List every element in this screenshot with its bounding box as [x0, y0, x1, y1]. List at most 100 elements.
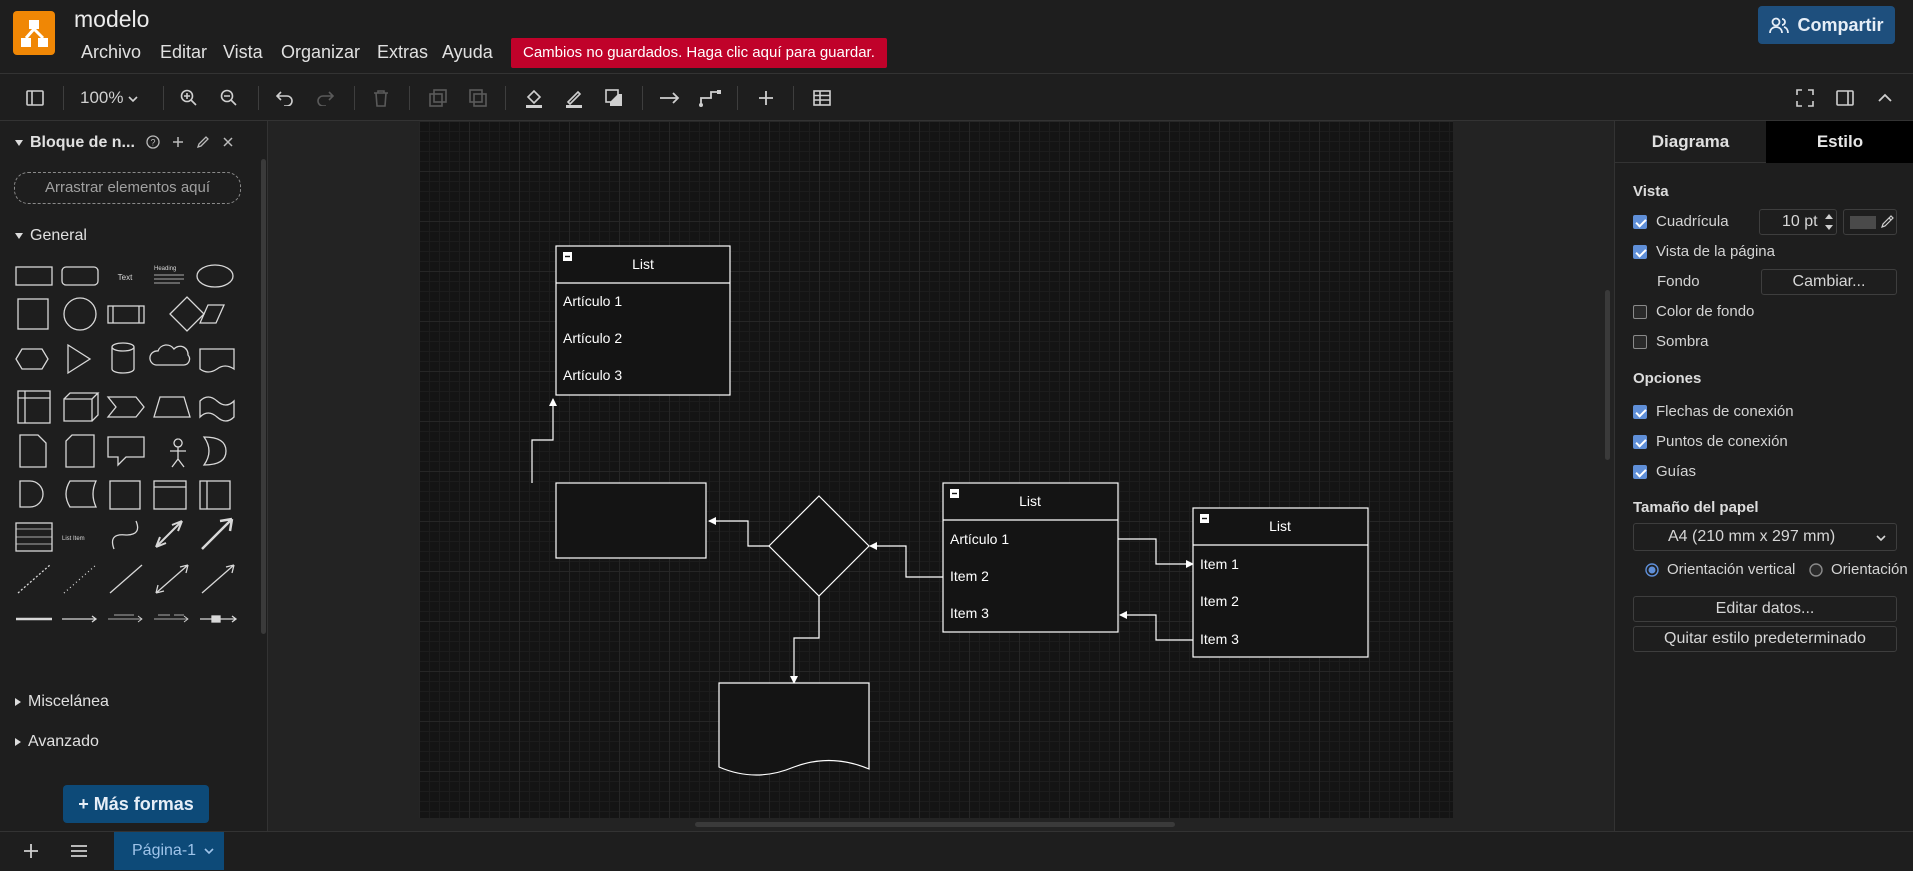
shape-palette[interactable]: Text Heading List Item: [10, 253, 250, 653]
grid-color-picker[interactable]: [1843, 209, 1897, 235]
delete-icon[interactable]: [367, 84, 395, 112]
add-icon[interactable]: [171, 135, 185, 154]
tab-diagrama[interactable]: Diagrama: [1615, 121, 1766, 163]
list-item: Artículo 1: [563, 293, 622, 309]
edit-data-button[interactable]: Editar datos...: [1633, 596, 1897, 622]
advanced-section-title: Avanzado: [28, 733, 99, 750]
list-shape-1[interactable]: List Artículo 1 Artículo 2 Artículo 3: [555, 245, 731, 396]
list-item: Item 3: [950, 605, 989, 621]
toolbar-divider: [63, 86, 64, 110]
close-icon[interactable]: [221, 135, 235, 154]
conn-points-checkbox[interactable]: [1633, 434, 1647, 449]
landscape-radio-row[interactable]: Orientación: [1809, 561, 1908, 578]
shape-process: [107, 305, 145, 324]
general-section-header[interactable]: General: [14, 227, 87, 245]
page-tab[interactable]: Página-1: [114, 832, 224, 870]
document-shape[interactable]: [718, 682, 870, 776]
background-label: Fondo: [1657, 273, 1700, 290]
list-item: Item 2: [1200, 593, 1239, 609]
shape-hexagon: [15, 348, 49, 370]
help-icon[interactable]: ?: [146, 135, 160, 154]
list-shape-2[interactable]: List Artículo 1 Item 2 Item 3: [942, 482, 1119, 633]
scratchpad-header[interactable]: Bloque de n...: [14, 134, 135, 152]
canvas-area[interactable]: List Artículo 1 Artículo 2 Artículo 3 Li…: [268, 121, 1614, 831]
to-front-icon[interactable]: [424, 84, 452, 112]
menu-editar[interactable]: Editar: [160, 42, 208, 62]
app-logo-icon[interactable]: [13, 11, 55, 55]
shape-directional-connector: [201, 564, 235, 594]
more-shapes-button[interactable]: + Más formas: [63, 785, 209, 823]
scratchpad-drop-zone[interactable]: Arrastrar elementos aquí: [14, 172, 241, 204]
stepper-arrows-icon[interactable]: [1824, 211, 1834, 238]
diagram-page[interactable]: List Artículo 1 Artículo 2 Artículo 3 Li…: [419, 121, 1453, 818]
conn-arrows-checkbox-row[interactable]: Flechas de conexión: [1633, 403, 1794, 420]
insert-plus-icon[interactable]: [752, 84, 780, 112]
pages-menu-icon[interactable]: [70, 844, 88, 863]
line-color-icon[interactable]: [560, 84, 588, 112]
shadow-icon[interactable]: [600, 84, 628, 112]
edit-pencil-icon[interactable]: [196, 135, 210, 154]
collapse-chevron-up-icon[interactable]: [1871, 84, 1899, 112]
landscape-radio[interactable]: [1809, 562, 1823, 577]
format-panel-toggle-icon[interactable]: [21, 84, 49, 112]
guides-checkbox[interactable]: [1633, 464, 1647, 479]
diagram-svg[interactable]: List Artículo 1 Artículo 2 Artículo 3 Li…: [419, 121, 1453, 818]
bg-color-checkbox[interactable]: [1633, 304, 1647, 319]
conn-arrows-checkbox[interactable]: [1633, 404, 1647, 419]
paper-size-value: A4 (210 mm x 297 mm): [1668, 528, 1836, 545]
table-icon[interactable]: [808, 84, 836, 112]
add-page-icon[interactable]: [23, 843, 39, 864]
guides-checkbox-row[interactable]: Guías: [1633, 463, 1696, 480]
unsaved-changes-button[interactable]: Cambios no guardados. Haga clic aquí par…: [511, 38, 887, 68]
menu-vista[interactable]: Vista: [223, 42, 263, 62]
portrait-radio-row[interactable]: Orientación vertical: [1645, 561, 1795, 578]
misc-section-header[interactable]: Miscelánea: [14, 693, 109, 711]
rectangle-shape[interactable]: [555, 482, 707, 559]
shadow-checkbox[interactable]: [1633, 334, 1647, 349]
zoom-dropdown[interactable]: 100%: [80, 88, 138, 108]
conn-points-checkbox-row[interactable]: Puntos de conexión: [1633, 433, 1788, 450]
zoom-in-icon[interactable]: [175, 84, 203, 112]
list-shape-3[interactable]: List Item 1 Item 2 Item 3: [1192, 507, 1369, 658]
menu-organizar[interactable]: Organizar: [281, 42, 361, 62]
waypoints-icon[interactable]: [696, 84, 724, 112]
menu-ayuda[interactable]: Ayuda: [442, 42, 493, 62]
menu-archivo[interactable]: Archivo: [81, 42, 142, 62]
grid-checkbox-row[interactable]: Cuadrícula: [1633, 213, 1729, 230]
connection-arrow-icon[interactable]: [656, 84, 684, 112]
share-button[interactable]: Compartir: [1758, 6, 1895, 44]
conn-points-label: Puntos de conexión: [1656, 433, 1788, 450]
undo-icon[interactable]: [271, 84, 299, 112]
page-view-checkbox-row[interactable]: Vista de la página: [1633, 243, 1775, 260]
change-background-button[interactable]: Cambiar...: [1761, 269, 1897, 295]
toolbar-divider: [354, 86, 355, 110]
shape-card: [65, 434, 95, 468]
menu-extras[interactable]: Extras: [377, 42, 429, 62]
tab-estilo[interactable]: Estilo: [1766, 121, 1913, 163]
horizontal-scrollbar[interactable]: [695, 822, 1175, 827]
clear-default-style-button[interactable]: Quitar estilo predeterminado: [1633, 626, 1897, 652]
redo-icon[interactable]: [311, 84, 339, 112]
portrait-radio[interactable]: [1645, 562, 1659, 577]
zoom-out-icon[interactable]: [215, 84, 243, 112]
fullscreen-icon[interactable]: [1791, 84, 1819, 112]
fill-color-icon[interactable]: [520, 84, 548, 112]
edge-list2-to-list3: [1118, 538, 1194, 568]
shadow-checkbox-row[interactable]: Sombra: [1633, 333, 1709, 350]
format-panel-icon[interactable]: [1831, 84, 1859, 112]
advanced-section-header[interactable]: Avanzado: [14, 733, 99, 751]
diamond-shape[interactable]: [768, 495, 870, 597]
document-title[interactable]: modelo: [74, 6, 150, 32]
to-back-icon[interactable]: [464, 84, 492, 112]
grid-checkbox[interactable]: [1633, 214, 1647, 229]
page-view-checkbox[interactable]: [1633, 244, 1647, 259]
shape-connector-double-label: [154, 614, 189, 623]
paper-size-select[interactable]: A4 (210 mm x 297 mm): [1633, 523, 1897, 551]
chevron-down-icon: [1876, 535, 1886, 542]
grid-size-input[interactable]: 10 pt: [1759, 209, 1837, 235]
shape-rectangle: [15, 266, 53, 286]
bg-color-checkbox-row[interactable]: Color de fondo: [1633, 303, 1754, 320]
vertical-scrollbar[interactable]: [1605, 290, 1610, 460]
shape-line: [109, 564, 143, 594]
sidebar-scrollbar[interactable]: [261, 159, 266, 634]
